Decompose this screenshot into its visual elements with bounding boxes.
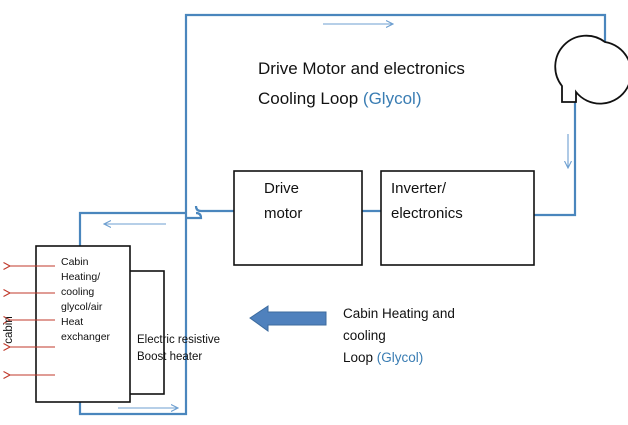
motor-cooling-loop-pipe	[184, 13, 607, 220]
drive-motor-box	[233, 170, 363, 266]
inverter-box	[380, 170, 535, 266]
cabin-air-arrows	[10, 266, 55, 375]
cooling-loop-title: Drive Motor and electronics Cooling Loop…	[258, 59, 470, 108]
heating-loop-title: Cabin Heating and cooling Loop (Glycol)	[343, 306, 459, 365]
drive-motor-label: Drive motor	[264, 180, 303, 222]
heating-loop-indicator-arrow	[249, 305, 327, 332]
inverter-label: Inverter/ electronics	[391, 180, 463, 222]
boost-heater-label: Electric resistive Boost heater	[137, 334, 223, 363]
cabin-label: cabin	[3, 316, 15, 344]
heat-exchanger-label: Cabin Heating/ cooling glycol/air Heat e…	[61, 256, 111, 343]
cabin-heating-loop-pipe	[78, 211, 188, 416]
pump-icon	[554, 34, 628, 105]
heat-exchanger-box	[35, 245, 131, 403]
